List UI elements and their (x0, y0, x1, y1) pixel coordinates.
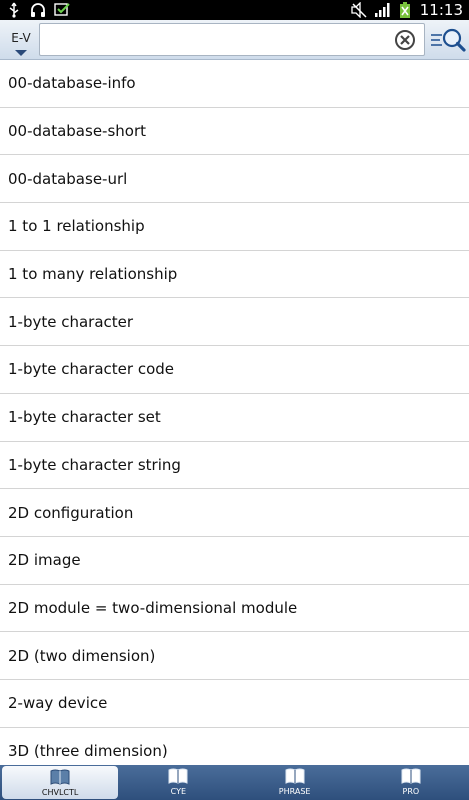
search-header: E-V (0, 20, 469, 60)
list-item[interactable]: 2D configuration (0, 489, 469, 537)
tab-cye[interactable]: CYE (120, 765, 236, 800)
tab-label: CHVLCTL (41, 788, 79, 797)
dropdown-arrow-icon (15, 50, 27, 56)
bottom-tab-bar: CHVLCTL CYE PHRASE PRO (0, 765, 469, 800)
tab-label: PHRASE (278, 787, 311, 796)
list-item[interactable]: 1-byte character (0, 298, 469, 347)
list-item[interactable]: 1-byte character string (0, 442, 469, 490)
signal-icon (374, 3, 390, 17)
list-item[interactable]: 2-way device (0, 680, 469, 728)
usb-icon (9, 2, 19, 18)
list-item[interactable]: 2D module = two-dimensional module (0, 585, 469, 633)
headphones-icon (31, 3, 45, 17)
book-icon (285, 768, 305, 784)
status-icons-left (6, 2, 70, 18)
book-icon (168, 768, 188, 784)
tab-pro[interactable]: PRO (353, 765, 469, 800)
tab-label: CYE (170, 787, 187, 796)
search-icon[interactable] (430, 27, 466, 53)
check-box-icon (54, 3, 70, 16)
book-icon (50, 769, 70, 785)
language-label: E-V (11, 31, 31, 45)
mute-icon (351, 2, 367, 18)
status-icons-right: 11:13 (351, 0, 463, 20)
book-icon (401, 768, 421, 784)
search-input[interactable] (39, 23, 425, 56)
list-item[interactable]: 3D (three dimension) (0, 728, 469, 765)
list-item[interactable]: 00-database-url (0, 155, 469, 204)
list-item[interactable]: 1 to many relationship (0, 251, 469, 299)
clear-icon[interactable] (394, 29, 416, 51)
list-item[interactable]: 1 to 1 relationship (0, 203, 469, 251)
clock-time: 11:13 (419, 1, 463, 19)
tab-phrase[interactable]: PHRASE (237, 765, 353, 800)
tab-label: PRO (402, 787, 420, 796)
word-list: 00-database-info 00-database-short 00-da… (0, 60, 469, 765)
list-item[interactable]: 00-database-short (0, 108, 469, 156)
list-item[interactable]: 1-byte character code (0, 346, 469, 394)
list-item[interactable]: 2D image (0, 537, 469, 585)
list-item[interactable]: 2D (two dimension) (0, 632, 469, 680)
status-bar: 11:13 (0, 0, 469, 20)
list-item[interactable]: 00-database-info (0, 60, 469, 108)
dictionary-language-button[interactable]: E-V (4, 24, 38, 58)
tab-chvlctl[interactable]: CHVLCTL (2, 766, 119, 799)
list-item[interactable]: 1-byte character set (0, 394, 469, 442)
battery-icon (399, 2, 410, 18)
